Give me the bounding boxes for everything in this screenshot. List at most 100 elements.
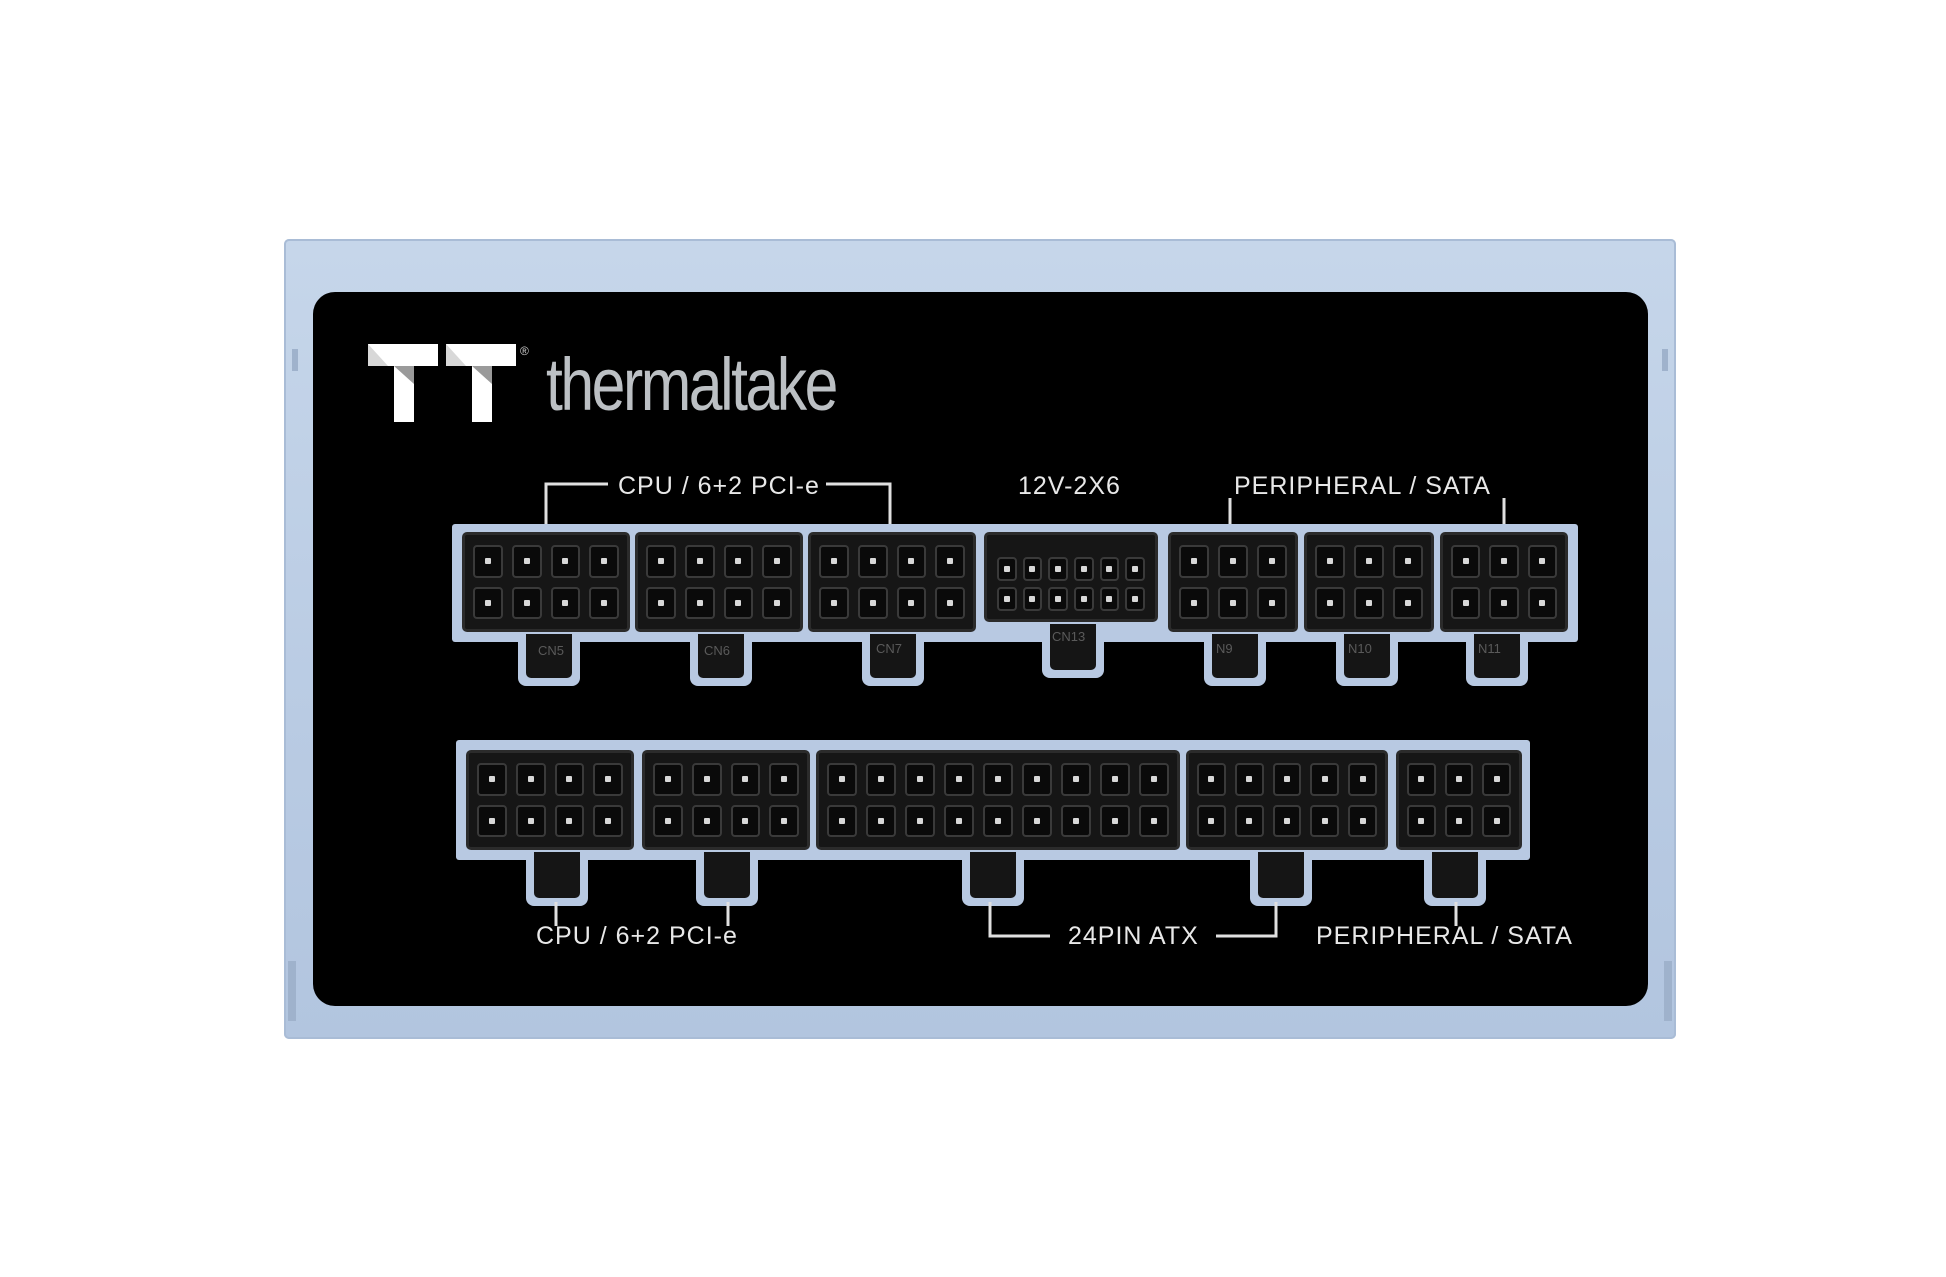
chassis-left-foot [288, 961, 296, 1021]
pin [827, 804, 857, 837]
pin [1125, 557, 1145, 581]
pin [550, 545, 581, 578]
pin [589, 545, 619, 578]
pin [1100, 804, 1130, 837]
connector-id: CN13 [1052, 629, 1086, 644]
pin [653, 763, 683, 796]
pin [1061, 763, 1091, 796]
pin [723, 545, 754, 578]
bottom-24pin-atx-label: 24PIN ATX [1068, 922, 1199, 950]
socket-24pin-atx-aux[interactable] [1186, 750, 1388, 850]
pin [1348, 763, 1377, 796]
pin [1197, 763, 1226, 796]
connector-id: CN6 [704, 643, 731, 658]
pin [762, 586, 792, 619]
pin [1315, 545, 1345, 578]
top-12v-2x6-label: 12V-2X6 [1018, 472, 1121, 500]
top-peripheral-sata-label: PERIPHERAL / SATA [1234, 472, 1491, 500]
pin [554, 804, 585, 837]
pin [769, 763, 799, 796]
pin [1354, 586, 1384, 619]
pin [477, 804, 507, 837]
pin [1407, 763, 1436, 796]
pin [827, 763, 857, 796]
pin [511, 545, 542, 578]
pin [1482, 763, 1511, 796]
pin [866, 763, 896, 796]
pin [477, 763, 507, 796]
tab-body [970, 852, 1016, 898]
top-tab-cn6: CN6 [690, 634, 752, 686]
chassis-right-foot [1664, 961, 1672, 1021]
pin [1061, 804, 1091, 837]
pin [730, 804, 761, 837]
top-tab-cn10: N10 [1336, 634, 1398, 686]
socket-cn5[interactable] [462, 532, 630, 632]
bottom-peripheral-sata-label: PERIPHERAL / SATA [1316, 922, 1573, 950]
socket-cn9[interactable] [1168, 532, 1298, 632]
connector-id: N11 [1478, 641, 1501, 656]
tab-body [870, 634, 916, 678]
pin [1234, 763, 1264, 796]
pin [1073, 587, 1094, 611]
top-tab-cn9: N9 [1204, 634, 1266, 686]
pin [593, 763, 623, 796]
socket-cn13-12v-2x6[interactable] [984, 532, 1158, 622]
pin [905, 763, 935, 796]
socket-bottom-cpu-2[interactable] [642, 750, 810, 850]
pin [589, 586, 619, 619]
tab-body [526, 634, 572, 678]
registered-mark: ® [520, 344, 529, 358]
pin [1489, 586, 1519, 619]
socket-cn7[interactable] [808, 532, 976, 632]
pin [1310, 804, 1340, 837]
pin [997, 557, 1017, 581]
socket-cn10[interactable] [1304, 532, 1434, 632]
tab-body [1344, 634, 1390, 678]
pin [896, 545, 927, 578]
pin [684, 545, 715, 578]
chassis-right-notch [1662, 349, 1668, 371]
pin [1407, 804, 1436, 837]
top-tab-cn5: CN5 [518, 634, 580, 686]
pin [1393, 545, 1423, 578]
pin [1022, 804, 1052, 837]
connector-id: N9 [1216, 641, 1233, 656]
pin [1315, 586, 1345, 619]
pin [1139, 804, 1169, 837]
tab-body [1050, 624, 1096, 670]
socket-cn11[interactable] [1440, 532, 1568, 632]
connector-id: CN7 [876, 641, 903, 656]
bottom-peripheral-bracket [1454, 902, 1458, 926]
pin [1444, 804, 1474, 837]
pin [550, 586, 581, 619]
pin [1099, 587, 1120, 611]
pin [1022, 587, 1043, 611]
bottom-tab-peripheral [1424, 852, 1486, 906]
connector-id: N10 [1348, 641, 1372, 656]
pin [819, 586, 849, 619]
pin [1218, 545, 1248, 578]
pin [1048, 587, 1068, 611]
pin [819, 545, 849, 578]
pin [762, 545, 792, 578]
pin [1354, 545, 1384, 578]
chassis-left-notch [292, 349, 298, 371]
socket-cn6[interactable] [635, 532, 803, 632]
pin [1451, 586, 1481, 619]
tab-body [1212, 634, 1258, 678]
tab-body [1258, 852, 1304, 898]
tab-body [1432, 852, 1478, 898]
socket-bottom-peripheral[interactable] [1396, 750, 1522, 850]
pin [769, 804, 799, 837]
socket-bottom-cpu-1[interactable] [466, 750, 634, 850]
tab-body [1474, 634, 1520, 678]
bottom-tab-cpu-2 [696, 852, 758, 906]
pin [554, 763, 585, 796]
bottom-cpu-bracket [554, 902, 730, 926]
pin [646, 545, 676, 578]
socket-24pin-atx-main[interactable] [816, 750, 1180, 850]
top-tab-cn11: N11 [1466, 634, 1528, 686]
pin [1527, 586, 1557, 619]
pin [1489, 545, 1519, 578]
